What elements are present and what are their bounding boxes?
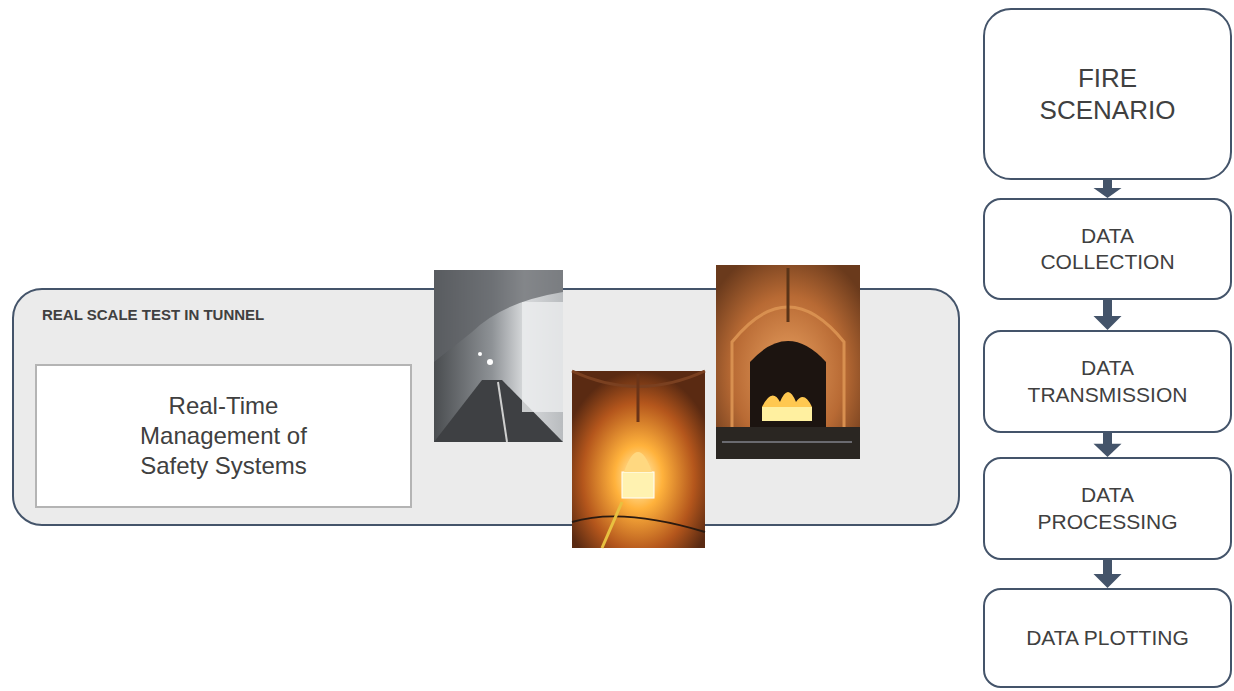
band-heading: REAL SCALE TEST IN TUNNEL xyxy=(42,306,264,325)
process-box: Real-Time Management of Safety Systems xyxy=(35,364,412,508)
flow-arrow xyxy=(1094,560,1122,588)
box-label: DATA PROCESSING xyxy=(1020,482,1195,535)
fire-photo xyxy=(716,265,860,459)
test-band: REAL SCALE TEST IN TUNNEL Real-Time Manag… xyxy=(12,288,960,526)
box-label: DATA TRANSMISSION xyxy=(1020,355,1195,408)
process-box: FIRE SCENARIO xyxy=(983,8,1232,180)
fire-photo xyxy=(572,371,705,548)
box-label: DATA PLOTTING xyxy=(1026,625,1189,651)
tunnel-photo xyxy=(434,270,563,442)
flow-arrow xyxy=(1094,180,1122,198)
flow-arrow xyxy=(1094,433,1122,457)
process-box: DATA COLLECTION xyxy=(983,198,1232,300)
box-label: FIRE SCENARIO xyxy=(1023,62,1193,127)
box-label: DATA COLLECTION xyxy=(1020,223,1195,276)
flow-arrow xyxy=(1094,300,1122,330)
process-box: DATA TRANSMISSION xyxy=(983,330,1232,433)
process-box: DATA PROCESSING xyxy=(983,457,1232,560)
box-label: Real-Time Management of Safety Systems xyxy=(124,391,324,481)
process-box: DATA PLOTTING xyxy=(983,588,1232,688)
